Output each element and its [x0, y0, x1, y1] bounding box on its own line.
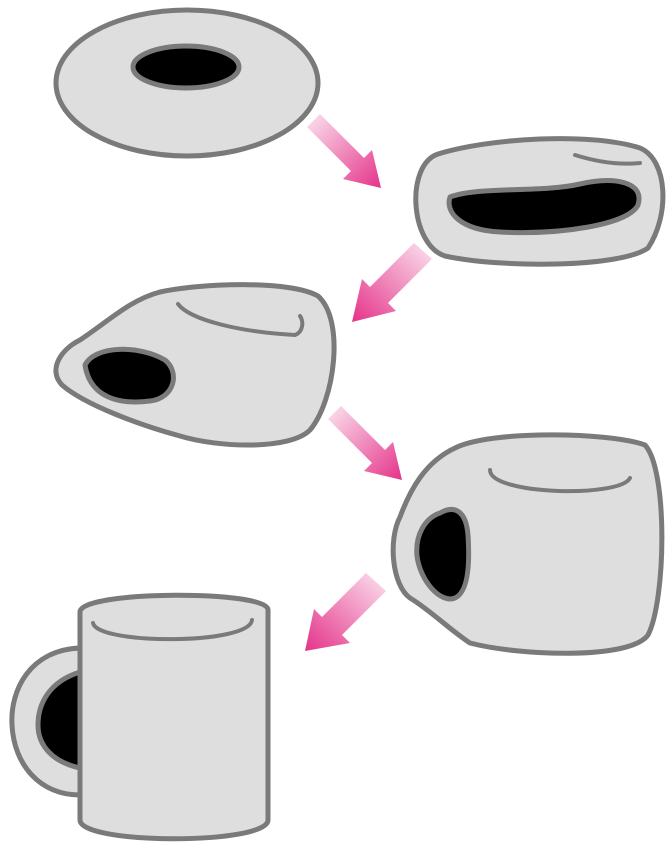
stage-dented-torus: [56, 285, 334, 445]
arrow-down-left-icon: [305, 573, 386, 651]
arrow-down-right-icon: [328, 406, 402, 480]
arrow-4: [305, 573, 386, 651]
arrow-down-left-icon: [352, 243, 432, 322]
stage-bulging-cup: [393, 435, 662, 653]
arrow-3: [328, 406, 402, 480]
arrow-2: [352, 243, 432, 322]
stage-coffee-mug: [12, 595, 268, 839]
stage-torus: [56, 10, 318, 156]
arrow-down-right-icon: [307, 114, 381, 188]
stage-flattened-torus: [416, 139, 663, 265]
arrow-1: [307, 114, 381, 188]
torus-hole: [133, 46, 239, 88]
